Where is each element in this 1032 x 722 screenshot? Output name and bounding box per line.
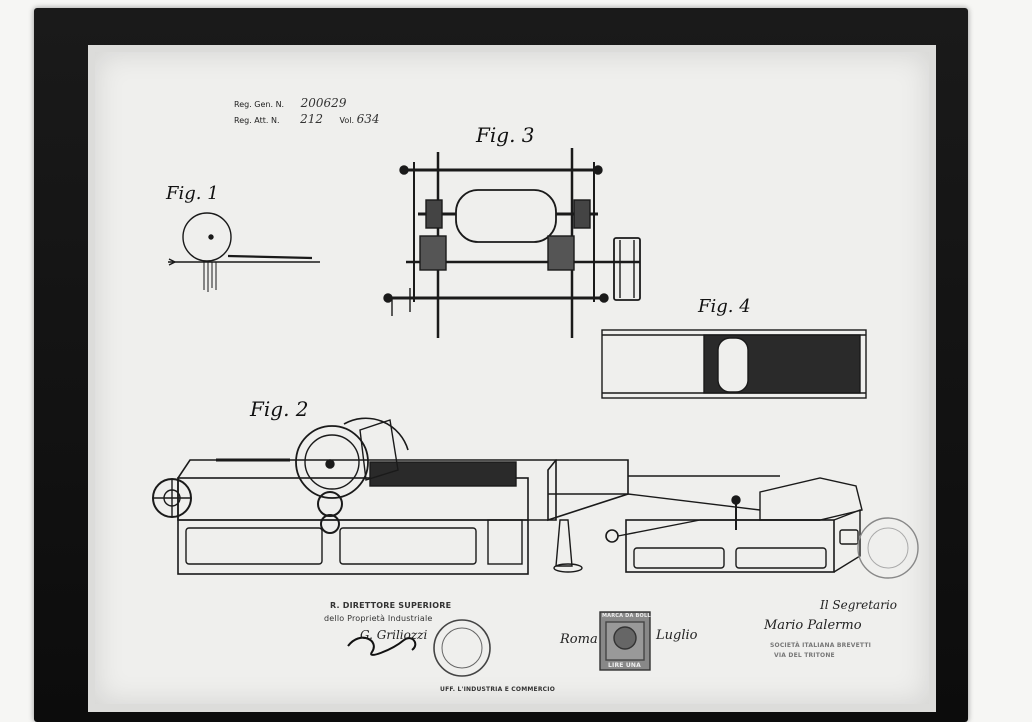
- registration-value-2: 212: [300, 112, 323, 126]
- registration-line-2: Reg. Att. N. 212 Vol. 634: [234, 112, 379, 126]
- round-seal-text: UFF. L'INDUSTRIA E COMMERCIO: [440, 686, 556, 693]
- left-signature-flourish: [347, 636, 417, 656]
- right-seal: [857, 517, 919, 579]
- fig2-drawing: [152, 417, 863, 575]
- right-signature-line-2: Mario Palermo: [764, 618, 862, 633]
- right-stamp-line-1: SOCIETÀ ITALIANA BREVETTI: [770, 642, 872, 649]
- place-name: Roma: [560, 632, 598, 647]
- right-signature-line-1: Il Segretario: [820, 598, 898, 612]
- fig1-label: Fig. 1: [166, 183, 219, 204]
- fig3-drawing: [383, 148, 641, 338]
- registration-vol-value: 634: [356, 112, 380, 126]
- fig4-label: Fig. 4: [698, 296, 751, 317]
- revenue-stamp-bottom: LIRE UNA: [608, 662, 642, 669]
- registration-vol-label: Vol.: [339, 116, 355, 125]
- registration-label-2: Reg. Att. N.: [234, 116, 280, 125]
- fig1-drawing: [168, 212, 320, 292]
- right-stamp-line-2: VIA DEL TRITONE: [774, 652, 835, 659]
- fig4-drawing: [601, 329, 867, 399]
- fig2-label: Fig. 2: [250, 397, 309, 421]
- registration-label-1: Reg. Gen. N.: [234, 100, 285, 109]
- round-seal: [433, 619, 491, 677]
- left-stamp-line-2: dello Proprietà Industriale: [324, 614, 433, 623]
- registration-value-1: 200629: [300, 96, 347, 110]
- revenue-stamp-top: MARCA DA BOLLO: [602, 613, 656, 619]
- date-script: Luglio: [656, 628, 698, 643]
- left-stamp-line-1: R. DIRETTORE SUPERIORE: [330, 601, 452, 610]
- registration-line-1: Reg. Gen. N. 200629: [234, 96, 346, 110]
- fig3-label: Fig. 3: [476, 123, 535, 147]
- revenue-stamp: [599, 611, 651, 671]
- left-signature: G. Griliozzi: [360, 628, 428, 642]
